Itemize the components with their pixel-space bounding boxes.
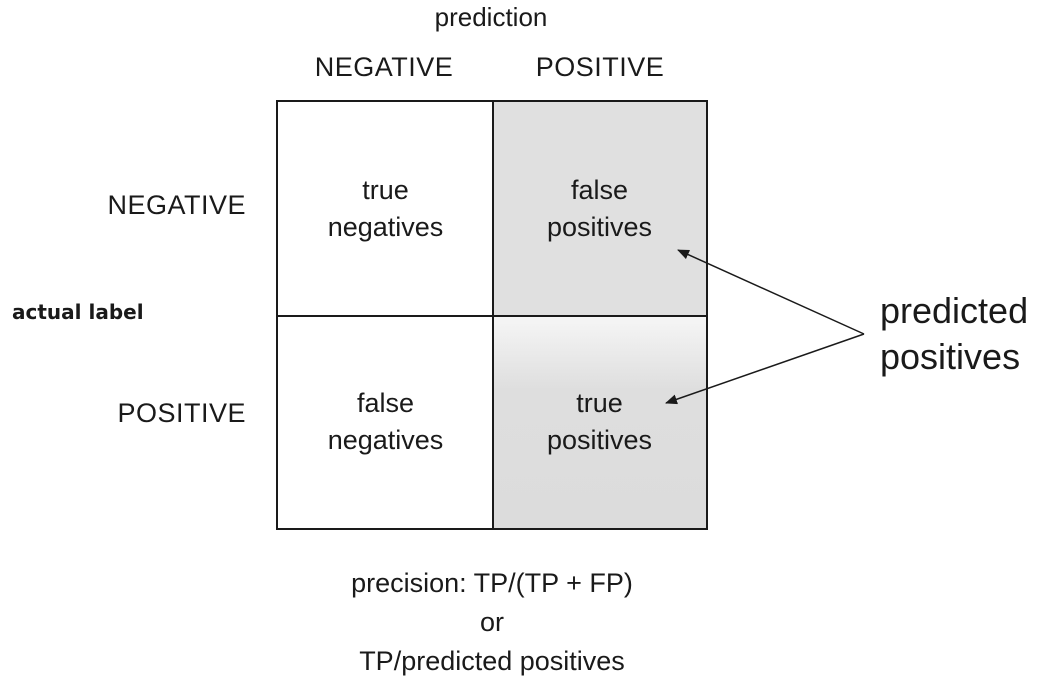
cell-false-negatives: false negatives — [278, 316, 493, 528]
cell-true-positives: true positives — [493, 316, 706, 528]
cell-tp-line-2: positives — [546, 425, 653, 455]
actual-label-axis-title: actual label — [12, 300, 144, 324]
cell-fn-line-2: negatives — [327, 425, 444, 455]
column-header-negative: NEGATIVE — [314, 52, 454, 82]
cell-fp-line-1: false — [570, 175, 629, 205]
predicted-positives-callout: predicted positives — [880, 288, 1028, 380]
callout-line-1: predicted — [880, 290, 1029, 331]
confusion-matrix: true negatives false positives false neg… — [276, 100, 708, 530]
arrow-to-false-positives — [677, 249, 865, 335]
cell-tn-line-2: negatives — [327, 212, 444, 242]
cell-false-positives: false positives — [493, 102, 706, 316]
cell-tp-line-1: true — [576, 388, 623, 418]
column-header-positive: POSITIVE — [535, 52, 665, 82]
cell-fp-line-2: positives — [546, 212, 653, 242]
cell-fn-line-1: false — [356, 388, 415, 418]
cell-true-negatives: true negatives — [278, 102, 493, 316]
callout-line-2: positives — [880, 336, 1021, 377]
precision-line-1: precision: TP/(TP + FP) — [351, 568, 633, 598]
precision-line-3: TP/predicted positives — [359, 646, 625, 676]
matrix-horizontal-divider — [278, 315, 706, 317]
row-header-negative: NEGATIVE — [107, 190, 246, 220]
arrow-to-true-positives — [665, 333, 865, 405]
row-header-positive: POSITIVE — [117, 398, 246, 428]
cell-tn-line-1: true — [362, 175, 409, 205]
precision-line-2: or — [479, 607, 504, 637]
prediction-axis-title: prediction — [434, 2, 548, 32]
precision-formula: precision: TP/(TP + FP) or TP/predicted … — [266, 564, 718, 681]
